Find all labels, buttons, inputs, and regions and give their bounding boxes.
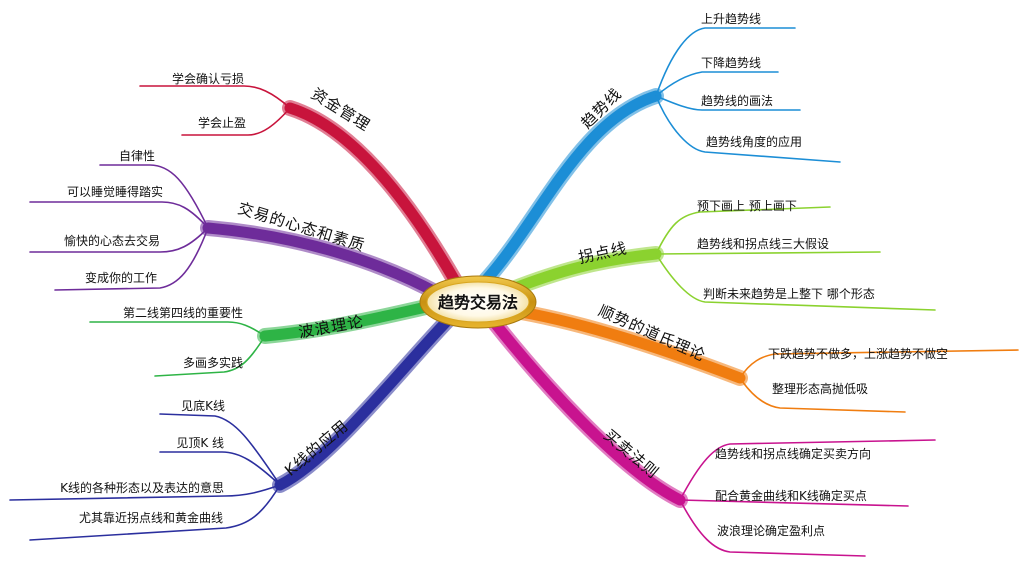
leaf-connector bbox=[159, 451, 281, 486]
leaf-connector bbox=[159, 413, 281, 486]
subtopic-label[interactable]: 下跌趋势不做多，上涨趋势不做空 bbox=[768, 346, 948, 361]
branch-connector bbox=[282, 100, 463, 289]
branch-connector bbox=[506, 306, 744, 382]
leaf-connector bbox=[679, 439, 936, 501]
leaf-connector bbox=[739, 349, 1019, 379]
leaf-connector bbox=[679, 499, 866, 557]
leaf-connector bbox=[655, 95, 841, 163]
leaf-connector bbox=[99, 164, 209, 229]
branch-connector bbox=[261, 301, 439, 340]
subtopic-label[interactable]: 第二线第四线的重要性 bbox=[123, 305, 243, 320]
subtopic-label[interactable]: 多画多实践 bbox=[183, 355, 243, 370]
subtopic-label[interactable]: 趋势线的画法 bbox=[701, 93, 773, 108]
leaf-connector bbox=[181, 107, 291, 136]
leaf-connector bbox=[29, 201, 209, 229]
subtopic-label[interactable]: 见顶K 线 bbox=[176, 436, 224, 450]
leaf-connector bbox=[739, 377, 906, 413]
central-topic-label: 趋势交易法 bbox=[438, 293, 518, 312]
leaf-connector bbox=[29, 484, 281, 541]
subtopic-label[interactable]: 整理形态高抛低吸 bbox=[772, 381, 868, 396]
leaf-connector bbox=[154, 335, 266, 377]
leaf-connector bbox=[9, 484, 281, 501]
leaf-connector bbox=[655, 251, 881, 255]
leaf-connector bbox=[655, 95, 801, 111]
subtopic-label[interactable]: 见底K线 bbox=[181, 398, 225, 413]
subtopic-label[interactable]: 波浪理论确定盈利点 bbox=[717, 523, 825, 538]
central-topic-node[interactable]: 趋势交易法 bbox=[419, 275, 537, 329]
branch-connector bbox=[276, 316, 452, 489]
branch-connector bbox=[482, 92, 660, 284]
leaf-connector bbox=[89, 321, 266, 337]
branch-connector bbox=[204, 224, 441, 297]
subtopic-label[interactable]: 趋势线角度的应用 bbox=[706, 134, 802, 149]
leaf-connector bbox=[655, 253, 936, 311]
subtopic-label[interactable]: 变成你的工作 bbox=[85, 270, 157, 285]
subtopic-label[interactable]: 判断未来趋势是上整下 哪个形态 bbox=[703, 286, 875, 301]
subtopic-label[interactable]: 可以睡觉睡得踏实 bbox=[67, 184, 163, 199]
branch-label[interactable]: K线的应用 bbox=[281, 416, 352, 480]
branch-connector bbox=[501, 250, 660, 296]
subtopic-label[interactable]: 学会止盈 bbox=[198, 115, 246, 130]
subtopic-label[interactable]: K线的各种形态以及表达的意思 bbox=[60, 480, 224, 495]
subtopic-label[interactable]: 趋势线和拐点线确定买卖方向 bbox=[715, 446, 871, 461]
subtopic-label[interactable]: 尤其靠近拐点线和黄金曲线 bbox=[79, 510, 223, 525]
leaf-connector bbox=[655, 27, 796, 97]
leaf-connector bbox=[139, 85, 291, 109]
subtopic-label[interactable]: 预下画上 预上画下 bbox=[697, 199, 797, 213]
leaf-connector bbox=[655, 206, 831, 255]
subtopic-label[interactable]: 学会确认亏损 bbox=[172, 71, 244, 86]
subtopic-label[interactable]: 自律性 bbox=[119, 149, 155, 163]
branch-connector bbox=[490, 318, 684, 504]
leaf-connector bbox=[54, 227, 209, 291]
branch-connector bbox=[286, 104, 459, 285]
subtopic-label[interactable]: 上升趋势线 bbox=[701, 12, 761, 26]
subtopic-label[interactable]: 配合黄金曲线和K线确定买点 bbox=[715, 488, 867, 503]
branch-label[interactable]: 波浪理论 bbox=[297, 312, 365, 341]
leaf-connector bbox=[29, 227, 209, 253]
subtopic-label[interactable]: 趋势线和拐点线三大假设 bbox=[697, 236, 829, 251]
subtopic-label[interactable]: 愉快的心态去交易 bbox=[64, 233, 160, 248]
subtopic-label[interactable]: 下降趋势线 bbox=[701, 56, 761, 70]
leaf-connector bbox=[655, 71, 779, 97]
leaf-connector bbox=[679, 499, 909, 507]
